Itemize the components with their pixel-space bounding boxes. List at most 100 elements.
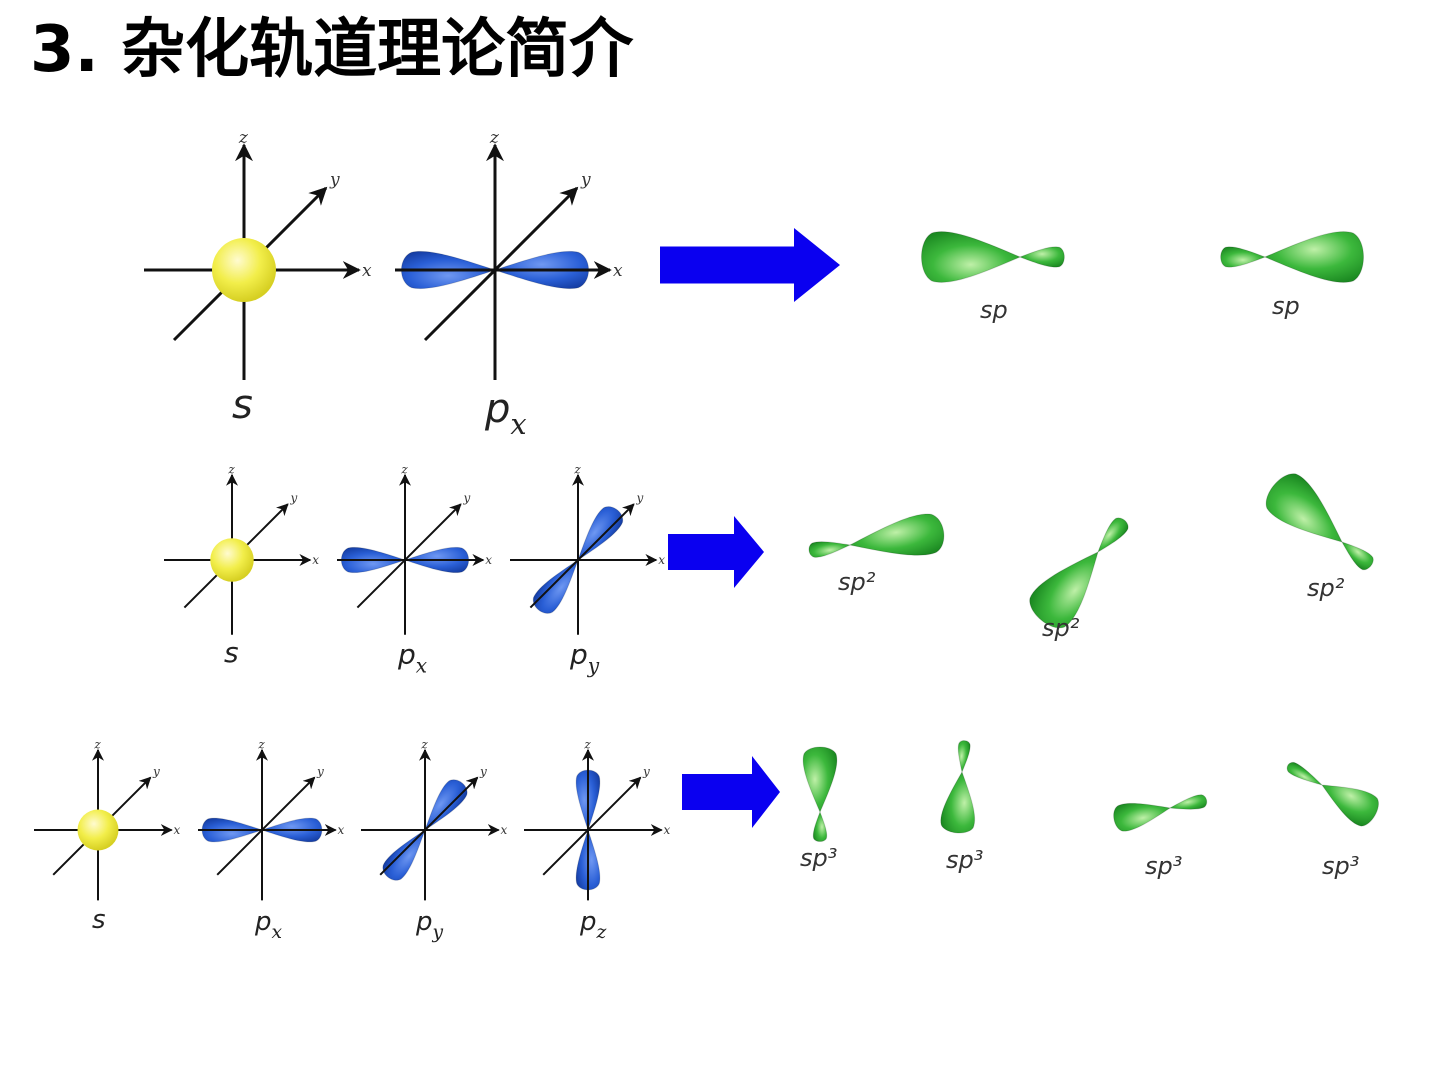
axes: x z y: [395, 128, 623, 380]
y-axis-label: y: [462, 491, 470, 505]
x-axis-label: x: [312, 553, 319, 567]
row2-py-orbital: x z y: [510, 463, 665, 635]
hybrid-large-lobe: [802, 746, 838, 814]
p-lobe-negative: [532, 558, 579, 614]
p-orbital-lobes: [382, 779, 468, 881]
row3-s-label: s: [92, 905, 106, 935]
z-axis-label: z: [93, 738, 101, 752]
x-axis-label: x: [485, 553, 492, 567]
row3-s-orbital: xzy: [34, 738, 181, 901]
y-axis: [529, 503, 635, 609]
z-axis-label: z: [400, 463, 408, 477]
hybrid-small-lobe: [1340, 541, 1374, 571]
hybrid-small-lobe: [1018, 246, 1065, 268]
row1-s-orbital: xzy: [144, 128, 372, 380]
p-lobe-positive: [577, 506, 624, 562]
hybrid-large-lobe: [1029, 551, 1099, 629]
hybrid-large-lobe: [940, 770, 976, 834]
row3-hybrid-1: [802, 746, 838, 843]
x-axis-label: x: [664, 823, 671, 837]
row2-hybrid-1: [808, 513, 945, 558]
x-axis-label: x: [658, 553, 665, 567]
row1-px-orbital: x z y: [395, 128, 623, 380]
x-axis-label: x: [338, 823, 345, 837]
row3-py-orbital: x z y: [361, 738, 508, 901]
hybrid-large-lobe: [848, 513, 945, 556]
row3-pz-label: pz: [579, 907, 607, 943]
hybrid-large-lobe: [1263, 231, 1364, 283]
row3-hybrid-2: [940, 740, 976, 834]
y-axis-label: y: [580, 170, 591, 190]
row1-s-label: s: [232, 382, 253, 428]
row3-hybrid-3: [1113, 794, 1208, 832]
axes: x z y: [524, 738, 671, 901]
row2-hybrid-2-label: sp²: [1042, 614, 1080, 642]
y-axis-label: y: [479, 765, 487, 779]
hybrid-layer: [802, 231, 1379, 843]
hybrid-small-lobe: [1220, 246, 1267, 268]
hybrid-large-lobe: [1113, 802, 1172, 832]
p-lobe-negative: [382, 828, 426, 881]
y-axis: [542, 776, 642, 876]
x-axis-label: x: [501, 823, 508, 837]
row3-arrow: [682, 756, 780, 828]
hybrid-small-lobe: [812, 810, 828, 843]
row3-hybrid-1-label: sp³: [800, 844, 837, 872]
y-axis-label: y: [642, 765, 650, 779]
hybrid-small-lobe: [808, 541, 852, 558]
y-axis: [379, 776, 479, 876]
axes: x z y: [361, 738, 508, 901]
row2-px-orbital: x z y: [337, 463, 492, 635]
y-axis: [216, 776, 316, 876]
row1-hybrid-1-label: sp: [980, 296, 1008, 324]
z-axis-label: z: [573, 463, 581, 477]
row3-hybrid-4-label: sp³: [1322, 852, 1359, 880]
row3-hybrid-4: [1286, 761, 1379, 827]
row3-hybrid-3-label: sp³: [1145, 852, 1182, 880]
slide-title: 3. 杂化轨道理论简介: [30, 13, 634, 87]
y-axis-label: y: [316, 765, 324, 779]
row1-arrow: [660, 228, 840, 302]
row3-pz-orbital: x z y: [524, 738, 671, 901]
row2-py-label: py: [569, 638, 600, 677]
row1-hybrid-2-label: sp: [1272, 292, 1300, 320]
hybrid-small-lobe: [957, 740, 971, 774]
z-axis-label: z: [238, 128, 249, 148]
y-axis-label: y: [289, 491, 297, 505]
row1-px-label: px: [484, 386, 527, 441]
s-orbital-sphere: [77, 809, 119, 851]
hybrid-small-lobe: [1168, 794, 1208, 810]
row3-px-orbital: x z y: [198, 738, 345, 901]
row2-px-label: px: [397, 638, 428, 677]
hybrid-small-lobe: [1286, 761, 1323, 786]
row3-py-label: py: [415, 907, 444, 943]
row2-hybrid-3: [1265, 473, 1374, 571]
row2-hybrid-1-label: sp²: [838, 568, 876, 596]
hybrid-large-lobe: [921, 231, 1022, 283]
arrow-layer: [660, 228, 840, 828]
z-axis-label: z: [489, 128, 500, 148]
z-axis-label: z: [583, 738, 591, 752]
row2-hybrid-2: [1029, 517, 1129, 629]
p-orbital-lobes: [532, 506, 624, 614]
x-axis-label: x: [174, 823, 181, 837]
y-axis-label: y: [635, 491, 643, 505]
x-axis-label: x: [613, 261, 623, 281]
s-orbital-sphere: [212, 238, 276, 302]
row3-hybrid-2-label: sp³: [946, 846, 983, 874]
row1-hybrid-2: [1220, 231, 1364, 283]
y-axis-label: y: [329, 170, 340, 190]
p-lobe-positive: [424, 779, 468, 832]
hybrid-small-lobe: [1097, 517, 1129, 554]
axes: x z y: [337, 463, 492, 635]
axes: x z y: [198, 738, 345, 901]
row2-arrow: [668, 516, 764, 588]
z-axis-label: z: [420, 738, 428, 752]
s-orbital-sphere: [210, 538, 254, 582]
row1-hybrid-1: [921, 231, 1065, 283]
y-axis: [356, 503, 462, 609]
row2-s-orbital: xzy: [164, 463, 319, 635]
z-axis-label: z: [257, 738, 265, 752]
